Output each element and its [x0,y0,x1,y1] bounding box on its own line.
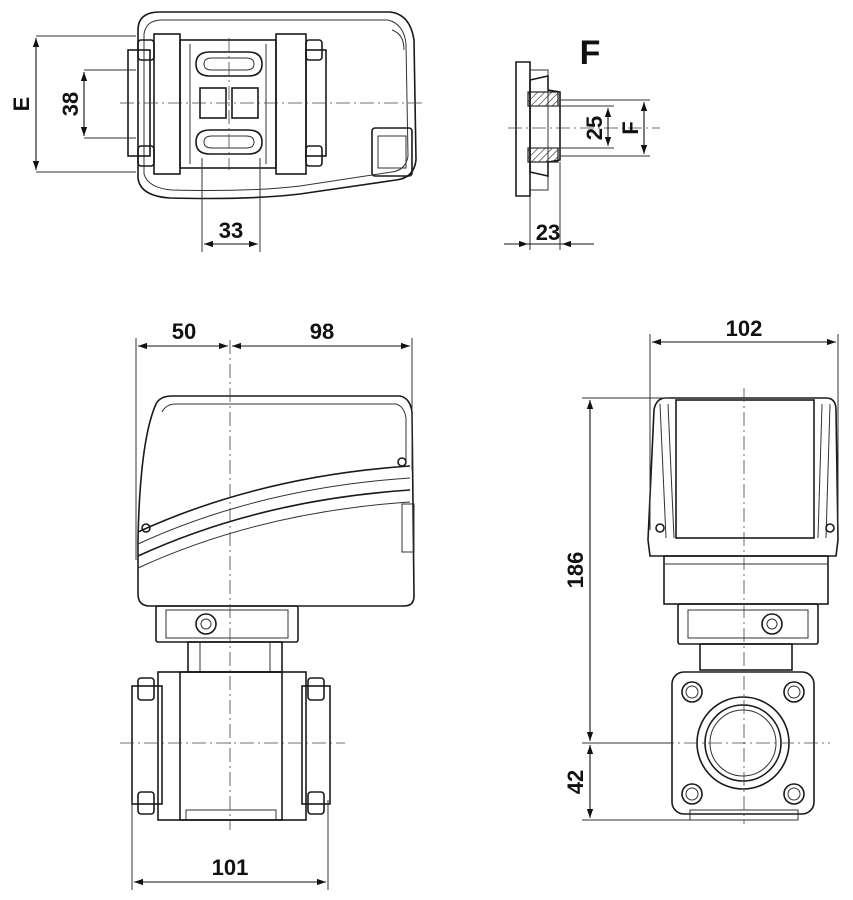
dim-label-e: E [9,97,34,112]
top-view: E 38 33 [9,11,425,252]
front-view: 50 98 101 [120,319,415,890]
detail-f-view: F 25 F 23 [504,34,660,250]
dim-label-38: 38 [58,92,83,116]
dim-label-25: 25 [582,116,607,140]
dim-label-98: 98 [310,319,334,344]
side-view: 102 186 42 [563,316,839,824]
dim-label-23: 23 [536,220,560,245]
dim-label-f: F [618,121,643,134]
dim-label-102: 102 [726,316,763,341]
dim-label-33: 33 [219,218,243,243]
detail-title: F [580,34,601,72]
dim-label-101: 101 [212,855,249,880]
dim-label-50: 50 [172,319,196,344]
dim-label-42: 42 [563,770,588,794]
dim-label-186: 186 [563,552,588,589]
